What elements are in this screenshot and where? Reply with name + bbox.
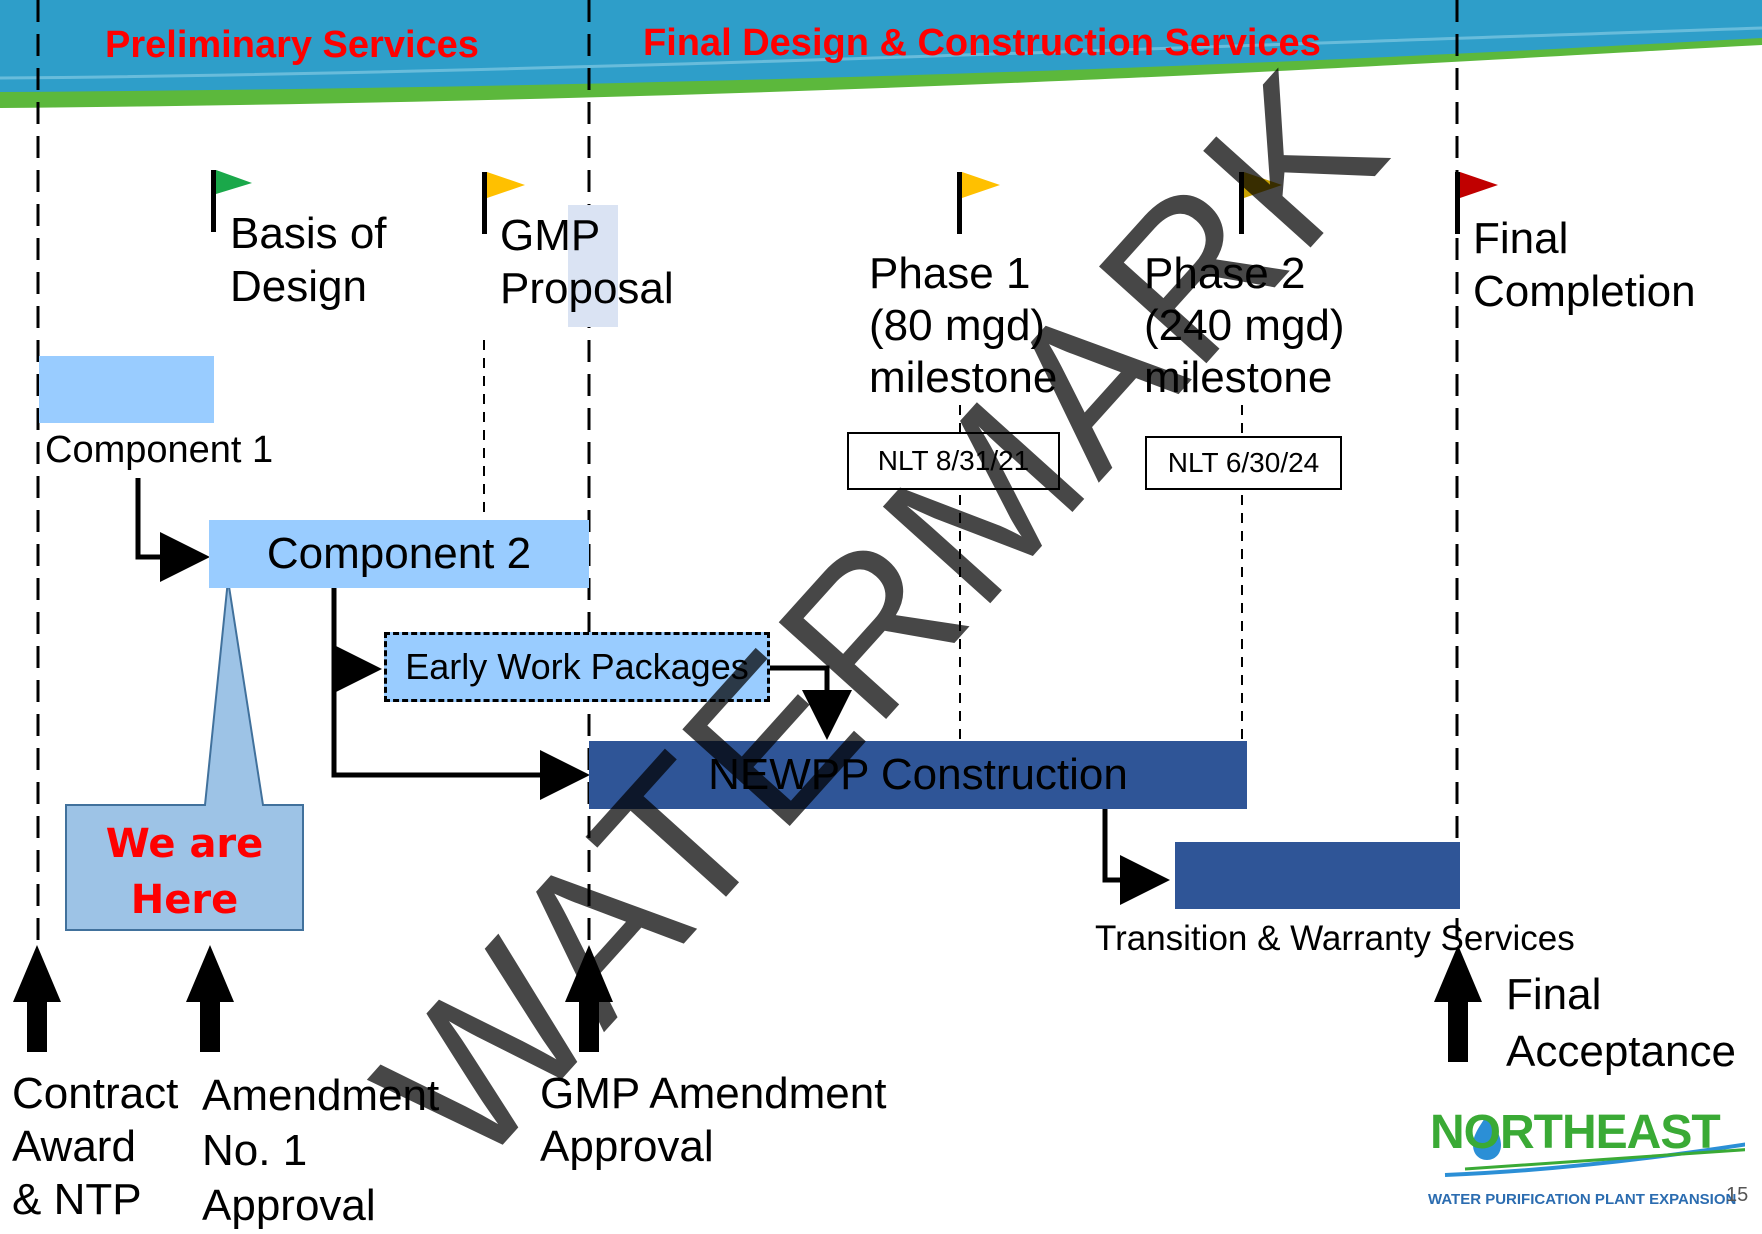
milestone-phase2: Phase 2 (240 mgd) milestone <box>1144 249 1345 402</box>
deadline-phase1: NLT 8/31/21 <box>847 432 1060 490</box>
header-banner <box>0 0 1762 108</box>
arrow-c2-to-construction <box>331 669 590 800</box>
arrow-up-gmp-amendment <box>565 945 613 1052</box>
flag-final-completion <box>1455 172 1498 234</box>
header-final-design-services: Final Design & Construction Services <box>643 22 1321 64</box>
transition-warranty-bar <box>1175 842 1460 909</box>
component2-label: Component 2 <box>266 529 532 578</box>
milestone-phase1: Phase 1 (80 mgd) milestone <box>869 249 1058 402</box>
newpp-construction-label: NEWPP Construction <box>708 750 1128 799</box>
flag-basis-of-design <box>211 170 252 232</box>
milestone-basis-of-design: Basis of Design <box>230 209 387 311</box>
arrow-c1-to-c2 <box>135 478 210 582</box>
component1-bar <box>39 356 214 423</box>
newpp-construction-bar: NEWPP Construction <box>589 741 1247 809</box>
early-work-packages-label: Early Work Packages <box>405 646 749 687</box>
event-final-acceptance: Final Acceptance <box>1506 970 1736 1077</box>
arrow-early-to-construction <box>770 665 852 740</box>
water-drop-icon <box>1473 1115 1501 1160</box>
deadline-phase2: NLT 6/30/24 <box>1145 436 1342 490</box>
arrow-up-contract-award <box>13 945 61 1052</box>
arrow-up-amendment1 <box>186 945 234 1052</box>
event-contract-award: Contract Award & NTP <box>12 1069 179 1224</box>
gmp-highlight <box>568 205 618 327</box>
logo-name: NORTHEAST <box>1430 1106 1721 1159</box>
arrow-c2-to-early <box>331 588 382 694</box>
component1-label: Component 1 <box>45 429 274 471</box>
flag-phase1 <box>957 172 1000 234</box>
milestone-gmp-proposal: GMP Proposal <box>500 211 674 313</box>
flag-gmp-proposal <box>482 172 525 234</box>
logo-swoosh <box>1444 1115 1745 1177</box>
connector-arrows <box>135 478 1170 905</box>
page-number: 15 <box>1726 1184 1749 1206</box>
event-amendment1: Amendment No. 1 Approval <box>202 1071 440 1230</box>
we-are-here-callout-shape <box>65 579 304 931</box>
header-preliminary-services: Preliminary Services <box>105 24 479 66</box>
milestone-final-completion: Final Completion <box>1473 214 1696 316</box>
early-work-packages-box: Early Work Packages <box>384 632 770 702</box>
flag-phase2 <box>1239 172 1282 234</box>
northeast-logo: NORTHEAST WATER PURIFICATION PLANT EXPAN… <box>1425 1105 1745 1215</box>
arrow-up-final-acceptance <box>1434 945 1482 1062</box>
transition-warranty-label: Transition & Warranty Services <box>1095 919 1575 958</box>
event-arrows <box>13 945 1482 1062</box>
we-are-here-text: We are Here <box>105 821 264 923</box>
logo-tagline: WATER PURIFICATION PLANT EXPANSION <box>1428 1191 1737 1208</box>
event-gmp-amendment: GMP Amendment Approval <box>540 1069 887 1171</box>
component2-bar: Component 2 <box>209 520 589 588</box>
arrow-construction-to-transition <box>1102 808 1170 905</box>
